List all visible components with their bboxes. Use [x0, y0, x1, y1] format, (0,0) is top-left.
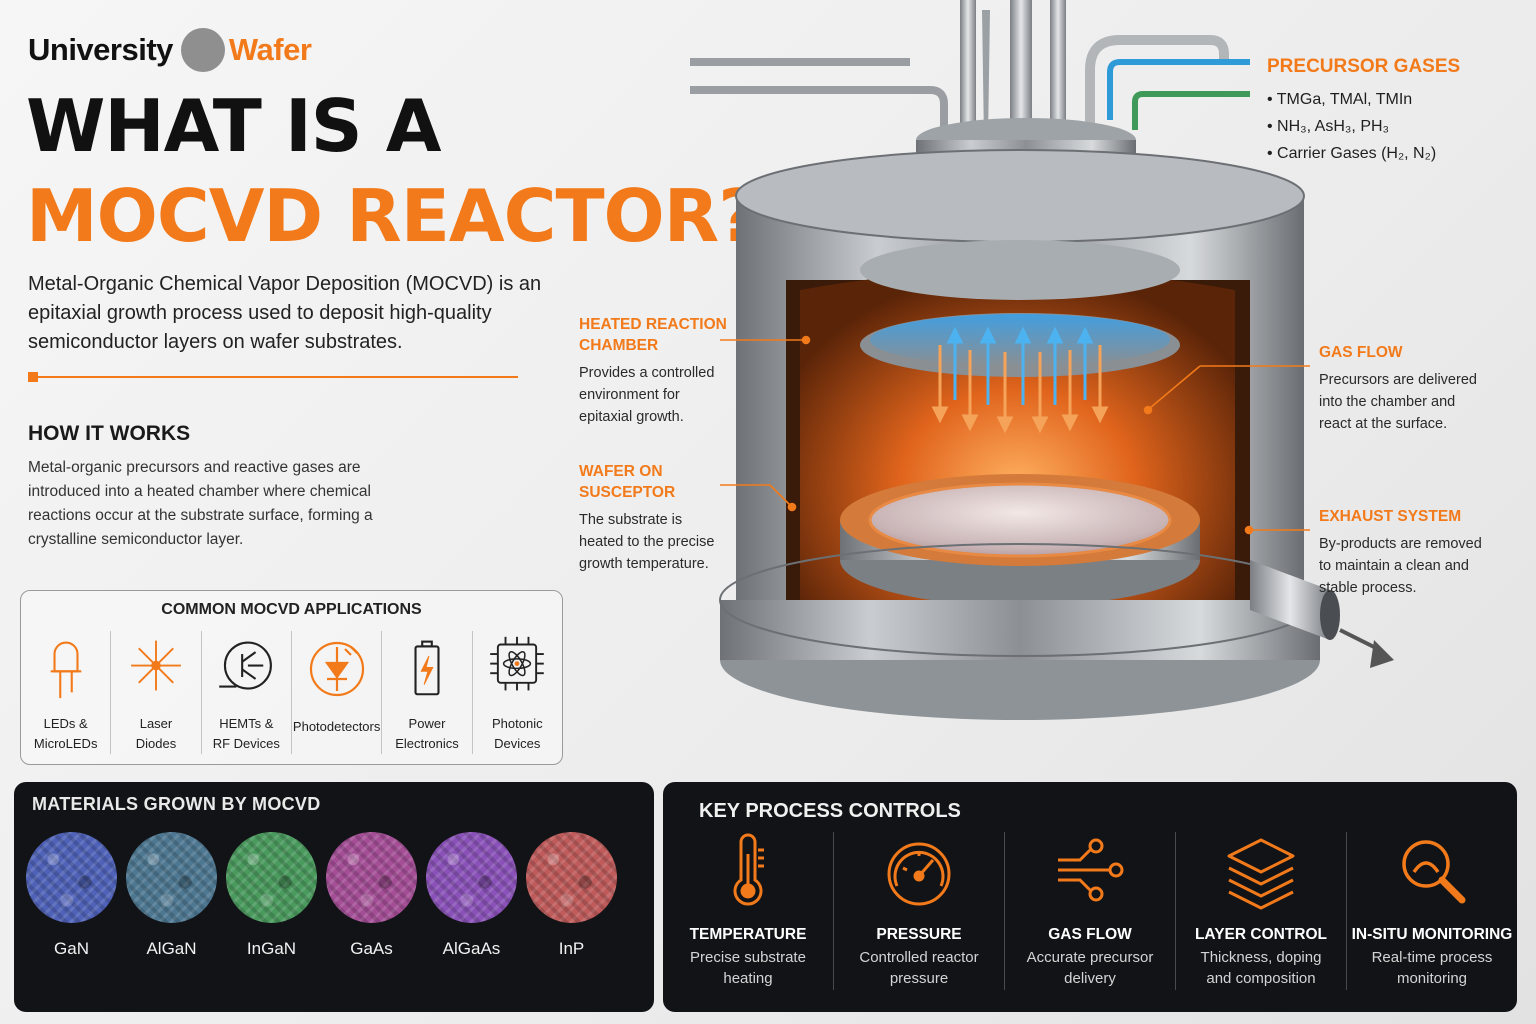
callout-title: GAS FLOW — [1319, 344, 1403, 361]
callout-title: WAFER ON SUSCEPTOR — [579, 463, 676, 501]
control-item: TEMPERATURE Precise substrate heating — [663, 832, 834, 990]
material-swatch — [526, 832, 617, 923]
applications-heading: COMMON MOCVD APPLICATIONS — [161, 601, 422, 618]
callout-gas-flow: GAS FLOW Precursors are delivered into t… — [1319, 342, 1519, 435]
material-swatch — [426, 832, 517, 923]
materials-panel: MATERIALS GROWN BY MOCVD GaN AlGaN InGaN… — [14, 782, 654, 1012]
precursor-gases-list: TMGa, TMAl, TMIn NH₃, AsH₃, PH₃ Carrier … — [1267, 86, 1436, 167]
control-desc: Thickness, doping and composition — [1200, 949, 1322, 987]
gauge-icon — [887, 842, 951, 906]
callout-text: Precursors are delivered into the chambe… — [1319, 372, 1477, 432]
brand-word-university: University — [28, 32, 173, 67]
callout-text: By-products are removed to maintain a cl… — [1319, 536, 1482, 596]
material-label: AlGaN — [146, 939, 197, 958]
material-label: AlGaAs — [442, 939, 501, 958]
list-item: NH₃, AsH₃, PH₃ — [1267, 113, 1436, 140]
brand-word-wafer: Wafer — [228, 32, 312, 67]
brand-logo: University Wafer — [28, 28, 312, 72]
process-controls-heading: KEY PROCESS CONTROLS — [699, 800, 961, 822]
chip-atom-icon — [490, 636, 545, 691]
material-item: AlGaAs — [426, 832, 517, 959]
material-item: InP — [526, 832, 617, 959]
application-label: LEDs & MicroLEDs — [33, 716, 98, 751]
transistor-icon — [219, 641, 273, 690]
control-desc: Real-time process monitoring — [1371, 949, 1493, 987]
control-name: LAYER CONTROL — [1194, 926, 1328, 943]
material-label: GaAs — [350, 939, 393, 958]
flow-nodes-icon — [1058, 838, 1124, 902]
control-name: PRESSURE — [876, 926, 962, 943]
battery-icon — [414, 640, 440, 696]
material-swatch — [26, 832, 117, 923]
control-desc: Accurate precursor delivery — [1026, 949, 1154, 987]
application-label: Photodetectors — [292, 719, 381, 734]
application-item: Photodetectors — [292, 631, 383, 754]
callout-heated-chamber: HEATED REACTION CHAMBER Provides a contr… — [579, 314, 749, 428]
callout-title: HEATED REACTION CHAMBER — [579, 316, 727, 354]
callout-wafer-susceptor: WAFER ON SUSCEPTOR The substrate is heat… — [579, 461, 749, 575]
control-desc: Controlled reactor pressure — [859, 949, 979, 987]
control-desc: Precise substrate heating — [690, 949, 806, 987]
callout-text: Provides a controlled environment for ep… — [579, 365, 715, 425]
how-it-works-heading: HOW IT WORKS — [28, 422, 191, 445]
application-item: HEMTs & RF Devices — [202, 631, 292, 754]
material-item: GaAs — [326, 832, 417, 959]
control-item: LAYER CONTROL Thickness, doping and comp… — [1176, 832, 1347, 990]
list-item: Carrier Gases (H₂, N₂) — [1267, 140, 1436, 167]
led-icon — [50, 641, 81, 699]
control-name: GAS FLOW — [1048, 926, 1132, 943]
material-swatch — [226, 832, 317, 923]
precursor-gases-heading: PRECURSOR GASES — [1267, 56, 1461, 77]
application-label: Photonic Devices — [492, 716, 543, 751]
material-swatch — [326, 832, 417, 923]
application-item: LEDs & MicroLEDs — [21, 631, 112, 754]
callout-title: EXHAUST SYSTEM — [1319, 508, 1462, 525]
material-item: AlGaN — [126, 832, 217, 959]
control-name: IN-SITU MONITORING — [1351, 926, 1513, 943]
material-swatch — [126, 832, 217, 923]
callout-exhaust: EXHAUST SYSTEM By-products are removed t… — [1319, 506, 1519, 599]
materials-heading: MATERIALS GROWN BY MOCVD — [32, 794, 321, 814]
laser-icon — [131, 640, 181, 691]
control-item: GAS FLOW Accurate precursor delivery — [1005, 832, 1176, 990]
list-item: TMGa, TMAl, TMIn — [1267, 86, 1436, 113]
layers-icon — [1227, 838, 1295, 910]
application-item: Photonic Devices — [473, 631, 562, 754]
control-item: IN-SITU MONITORING Real-time process mon… — [1347, 832, 1517, 990]
wafer-logo-icon — [180, 28, 225, 72]
photodiode-icon — [309, 641, 364, 697]
application-label: Power Electronics — [395, 716, 459, 751]
divider-line — [28, 376, 518, 378]
magnifier-icon — [1402, 840, 1466, 904]
intro-paragraph: Metal-Organic Chemical Vapor Deposition … — [28, 273, 542, 353]
material-label: InP — [558, 939, 585, 958]
application-label: Laser Diodes — [135, 716, 177, 751]
application-item: Laser Diodes — [111, 631, 202, 754]
material-item: InGaN — [226, 832, 317, 959]
material-label: GaN — [54, 939, 89, 958]
applications-box: COMMON MOCVD APPLICATIONS LEDs & MicroLE… — [20, 590, 563, 765]
control-name: TEMPERATURE — [689, 926, 807, 943]
divider-marker — [28, 372, 38, 382]
process-controls-panel: KEY PROCESS CONTROLS TEMPERATURE Precise… — [663, 782, 1517, 1012]
control-item: PRESSURE Controlled reactor pressure — [834, 832, 1005, 990]
material-label: InGaN — [246, 939, 297, 958]
thermometer-icon — [733, 833, 764, 906]
material-item: GaN — [26, 832, 117, 959]
page-title-line2: MOCVD REACTOR? — [26, 174, 760, 258]
how-it-works-text: Metal-organic precursors and reactive ga… — [28, 459, 373, 548]
application-item: Power Electronics — [382, 631, 473, 754]
page-title-line1: WHAT IS A — [26, 84, 441, 168]
application-label: HEMTs & RF Devices — [212, 716, 280, 751]
callout-text: The substrate is heated to the precise g… — [579, 512, 715, 572]
reactor-illustration — [690, 0, 1394, 720]
